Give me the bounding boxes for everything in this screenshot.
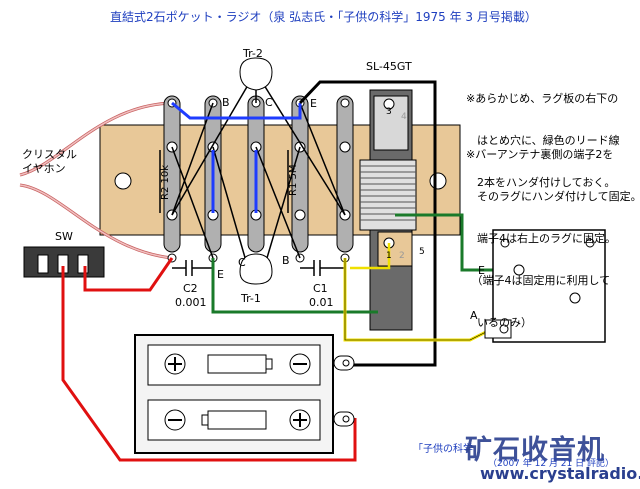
green-wire-1	[211, 258, 378, 314]
capacitor-c1	[300, 260, 345, 276]
tr1-leads	[171, 146, 301, 269]
page-title: 直結式2石ポケット・ラジオ（泉 弘志氏・「子供の科学」1975 年 3 月号掲載…	[110, 10, 537, 24]
label-e-top: E	[310, 97, 317, 110]
transistor-icon	[239, 57, 273, 285]
footer-date-note: （2007 年 12 月 21 日 評記）	[488, 459, 614, 469]
note-2-line-5: いるのみ）	[466, 316, 532, 329]
footer-source: 「子供の科学	[413, 444, 473, 455]
note-2-line-3: 端子4は右上のラグに固定。	[466, 232, 616, 245]
label-vc-e: E	[478, 264, 485, 277]
label-switch: SW	[55, 230, 73, 243]
label-c1-value: 0.01	[309, 296, 334, 309]
note-2: ※バーアンテナ裏側の端子2を そのラグにハンダ付けして固定。 端子4は右上のラグ…	[466, 120, 640, 344]
label-r1: R1 5M	[288, 165, 299, 196]
note-1-line-3: 2本をハンダ付けしておく。	[466, 176, 616, 189]
label-term5: 5	[419, 247, 425, 257]
blue-jumpers	[171, 101, 302, 213]
yellow-wire-antenna	[350, 243, 391, 270]
label-tr2: Tr-2	[242, 47, 263, 60]
variable-capacitor-icon	[484, 229, 606, 343]
label-c1: C1	[313, 282, 328, 295]
label-c2-value: 0.001	[175, 296, 207, 309]
board-mount-hole-left	[114, 172, 132, 190]
label-earphone-1: クリスタル	[22, 148, 77, 161]
label-term2: 2	[399, 251, 405, 261]
watermark-site-name: 矿石收音机	[465, 435, 605, 466]
capacitor-c2	[172, 260, 213, 276]
note-2-line-4: （端子4は固定用に利用して	[466, 274, 611, 287]
label-antenna: SL-45GT	[366, 60, 412, 73]
label-term3: 3	[386, 107, 392, 117]
label-b-top: B	[222, 96, 230, 109]
red-wire-1	[83, 257, 174, 292]
label-b-bot: B	[282, 254, 290, 267]
note-1: ※あらかじめ、ラグ板の右下の はとめ穴に、緑色のリード線 2本をハンダ付けしてお…	[466, 64, 620, 204]
note-2-line-1: ※バーアンテナ裏側の端子2を	[466, 148, 614, 161]
bar-antenna-icon	[359, 89, 417, 331]
label-tr1: Tr-1	[240, 292, 261, 305]
label-r2: R2 10k	[160, 165, 171, 200]
label-e-bot: E	[217, 268, 224, 281]
green-wire-2	[395, 213, 498, 272]
note-1-line-2: はとめ穴に、緑色のリード線	[466, 134, 620, 147]
note-2-line-2: そのラグにハンダ付けして固定。	[466, 190, 640, 203]
red-wire-2	[61, 266, 357, 462]
label-vc-a: A	[470, 309, 478, 322]
label-term4: 4	[401, 112, 407, 122]
tr2-leads	[171, 84, 346, 216]
label-c-bot: C	[238, 256, 246, 269]
label-c-top: C	[265, 96, 273, 109]
black-wire	[298, 80, 437, 367]
battery-icon	[134, 334, 355, 454]
note-1-line-1: ※あらかじめ、ラグ板の右下の	[466, 92, 619, 105]
board-mount-hole-right	[429, 172, 447, 190]
label-c2: C2	[183, 282, 198, 295]
watermark-url[interactable]: www.crystalradio.cn	[480, 464, 640, 483]
label-earphone-2: イヤホン	[22, 162, 66, 175]
label-term1: 1	[386, 251, 392, 261]
